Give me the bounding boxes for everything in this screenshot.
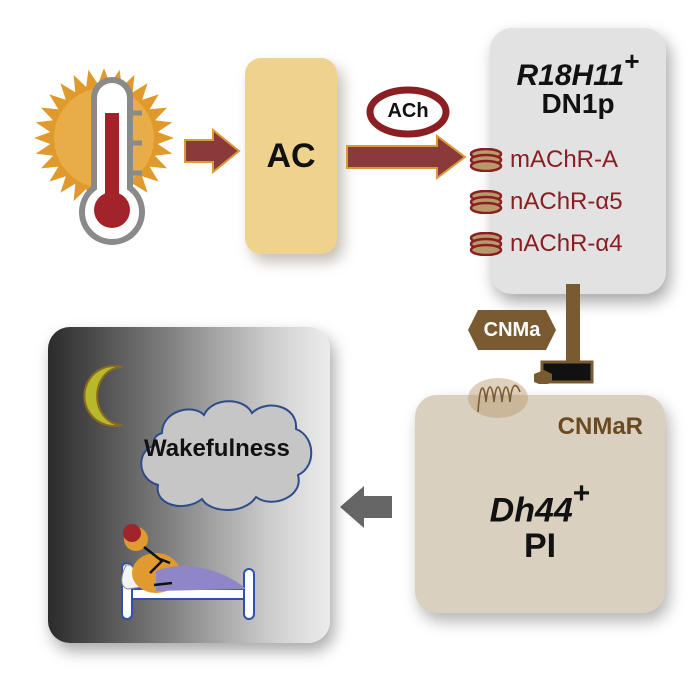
- receptor-label: nAChR-α4: [510, 230, 623, 257]
- thought-cloud-icon: [140, 400, 313, 511]
- dn1p-title: R18H11+: [516, 46, 640, 92]
- wakefulness-panel: Wakefulness: [48, 327, 330, 643]
- cnmar-receptor-icon: [468, 378, 528, 418]
- ach-badge: [366, 86, 450, 138]
- receptor-icon: [469, 190, 503, 214]
- person-in-bed-icon: [121, 524, 255, 620]
- receptor-item: nAChR-α5: [468, 188, 623, 216]
- ac-node: AC: [245, 58, 337, 254]
- wakefulness-label: Wakefulness: [144, 435, 290, 462]
- cnma-label: CNMa: [483, 318, 541, 341]
- dn1p-node: R18H11+ DN1p mAChR-A nAChR-α5 nAChR-α4: [469, 28, 666, 294]
- moon-icon: [83, 365, 123, 427]
- cnma-badge: [468, 310, 556, 350]
- receptor-item: mAChR-A: [468, 146, 618, 174]
- pi-title: Dh44+: [489, 477, 591, 530]
- ac-label: AC: [266, 136, 316, 175]
- receptor-label: nAChR-α5: [510, 188, 623, 215]
- cnma-release-connector: [534, 284, 594, 384]
- sun-thermometer-icon: [34, 68, 174, 245]
- cnmar-label: CNMaR: [557, 413, 643, 440]
- dn1p-subtitle: DN1p: [541, 88, 615, 119]
- arrow-pi-to-wakefulness: [340, 486, 392, 528]
- ach-label: ACh: [387, 99, 429, 122]
- pi-node: CNMaR Dh44+ PI: [415, 395, 665, 613]
- receptor-label: mAChR-A: [510, 146, 619, 173]
- receptor-icon: [469, 148, 503, 172]
- receptor-item: nAChR-α4: [468, 230, 623, 258]
- receptor-icon: [469, 232, 503, 256]
- thermometer-icon: [79, 77, 145, 245]
- pi-subtitle: PI: [523, 527, 557, 565]
- arrow-ac-to-dn1p: [346, 134, 467, 180]
- arrow-temperature-to-ac: [184, 128, 241, 174]
